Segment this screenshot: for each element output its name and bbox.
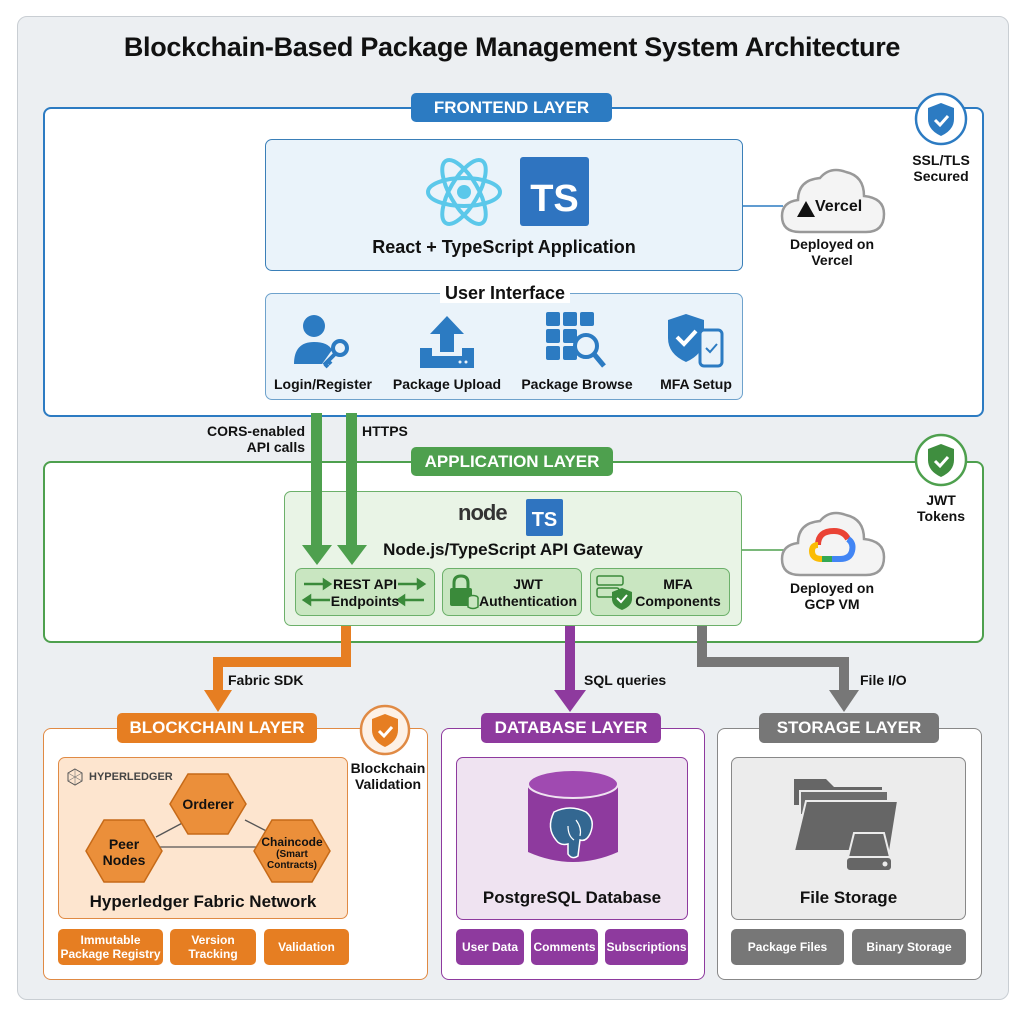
immutable-registry-line1: Immutable — [80, 933, 141, 947]
user-key-icon — [294, 315, 349, 369]
rest-api-line1: REST API — [332, 576, 398, 592]
application-layer-label: APPLICATION LAYER — [411, 447, 613, 476]
chaincode-hexagon[interactable] — [252, 818, 332, 884]
sql-queries-arrow — [554, 626, 586, 712]
sql-queries-label: SQL queries — [584, 672, 667, 688]
chaincode-line2: (Smart — [276, 849, 308, 860]
orderer-label: Orderer — [182, 796, 234, 812]
api-gateway-title: Node.js/TypeScript API Gateway — [383, 540, 643, 559]
shield-phone-icon — [668, 314, 724, 368]
hyperledger-logo-icon — [67, 768, 83, 786]
jwt-auth-line1: JWT — [513, 576, 543, 592]
postgresql-title: PostgreSQL Database — [482, 888, 662, 907]
ui-item-package-upload[interactable]: Package Upload — [392, 376, 502, 392]
subscriptions-chip[interactable]: Subscriptions — [605, 929, 688, 965]
typescript-logo-app-text: TS — [531, 509, 558, 531]
react-app-title: React + TypeScript Application — [372, 237, 636, 257]
typescript-logo — [520, 157, 589, 226]
typescript-logo-app — [526, 499, 563, 536]
storage-layer-label: STORAGE LAYER — [759, 713, 939, 743]
typescript-logo-text: TS — [530, 178, 579, 220]
cors-label: CORS-enabled API calls — [206, 423, 305, 455]
grid-search-icon — [546, 312, 606, 368]
lock-database-icon — [450, 574, 479, 610]
chaincode-line1: Chaincode — [261, 835, 323, 849]
https-arrow — [337, 413, 367, 565]
react-app-box — [265, 139, 743, 271]
binary-storage-chip[interactable]: Binary Storage — [852, 929, 966, 965]
database-layer-label: DATABASE LAYER — [481, 713, 661, 743]
orderer-hexagon[interactable] — [168, 772, 248, 836]
file-storage-title: File Storage — [799, 888, 898, 907]
hyperledger-brand: HYPERLEDGER — [89, 771, 173, 783]
ssl-shield-badge-icon — [914, 92, 968, 146]
rest-api-line2: Endpoints — [330, 593, 400, 609]
validation-chip[interactable]: Validation — [264, 929, 349, 965]
file-io-label: File I/O — [860, 672, 907, 688]
rest-api-box[interactable] — [295, 568, 435, 616]
blockchain-layer-label: BLOCKCHAIN LAYER — [117, 713, 317, 743]
ui-item-login-register[interactable]: Login/Register — [273, 376, 372, 392]
mfa-components-line1: MFA — [663, 576, 693, 592]
immutable-registry-chip[interactable]: Immutable Package Registry — [58, 929, 163, 965]
gcp-deploy-label: Deployed on GCP VM — [789, 580, 874, 612]
blockchain-shield-badge-icon — [359, 704, 411, 756]
mfa-components-line2: Components — [635, 593, 721, 609]
package-files-chip[interactable]: Package Files — [731, 929, 844, 965]
jwt-tokens-label: JWT Tokens — [917, 492, 965, 524]
vercel-brand: Vercel — [815, 198, 863, 215]
frontend-layer-label: FRONTEND LAYER — [411, 93, 612, 122]
file-storage-box — [731, 757, 966, 920]
fabric-sdk-arrow — [204, 626, 351, 712]
validation-label: Validation — [278, 940, 335, 954]
ssl-tls-label: SSL/TLS Secured — [912, 152, 970, 184]
fabric-sdk-label: Fabric SDK — [228, 672, 304, 688]
folder-drive-icon — [792, 779, 900, 872]
chaincode-line3: Contracts) — [266, 860, 317, 871]
blockchain-validation-label: Blockchain Validation — [350, 760, 426, 792]
peer-nodes-line1: Peer — [108, 836, 140, 852]
version-tracking-line2: Tracking — [188, 947, 238, 961]
version-tracking-chip[interactable]: Version Tracking — [170, 929, 256, 965]
vercel-deploy-label: Deployed on Vercel — [789, 236, 874, 268]
ui-item-package-browse[interactable]: Package Browse — [521, 376, 633, 392]
upload-icon — [420, 316, 474, 368]
fabric-network-title: Hyperledger Fabric Network — [89, 892, 317, 911]
peer-nodes-hexagon[interactable] — [84, 818, 164, 884]
gcp-cloud-icon — [780, 511, 886, 577]
vercel-triangle-icon — [797, 201, 815, 217]
version-tracking-line1: Version — [191, 933, 235, 947]
https-label: HTTPS — [362, 423, 408, 439]
file-io-arrow — [697, 626, 859, 712]
ui-item-mfa-setup[interactable]: MFA Setup — [660, 376, 732, 392]
cors-arrow — [302, 413, 332, 565]
jwt-auth-line2: Authentication — [479, 593, 577, 609]
jwt-shield-badge-icon — [914, 433, 968, 487]
user-data-chip[interactable]: User Data — [456, 929, 524, 965]
react-icon — [426, 158, 502, 226]
peer-nodes-line2: Nodes — [102, 852, 146, 868]
mfa-shield-form-icon — [596, 575, 632, 610]
immutable-registry-line2: Package Registry — [60, 947, 161, 961]
postgresql-elephant-icon — [549, 807, 593, 859]
user-interface-title: User Interface — [440, 283, 570, 303]
diagram-title: Blockchain-Based Package Management Syst… — [123, 32, 901, 62]
nodejs-logo: node — [458, 500, 508, 525]
bidirectional-arrows-icon — [301, 577, 427, 607]
connector-line — [743, 205, 783, 207]
connector-line-app — [742, 549, 784, 551]
comments-chip[interactable]: Comments — [531, 929, 598, 965]
